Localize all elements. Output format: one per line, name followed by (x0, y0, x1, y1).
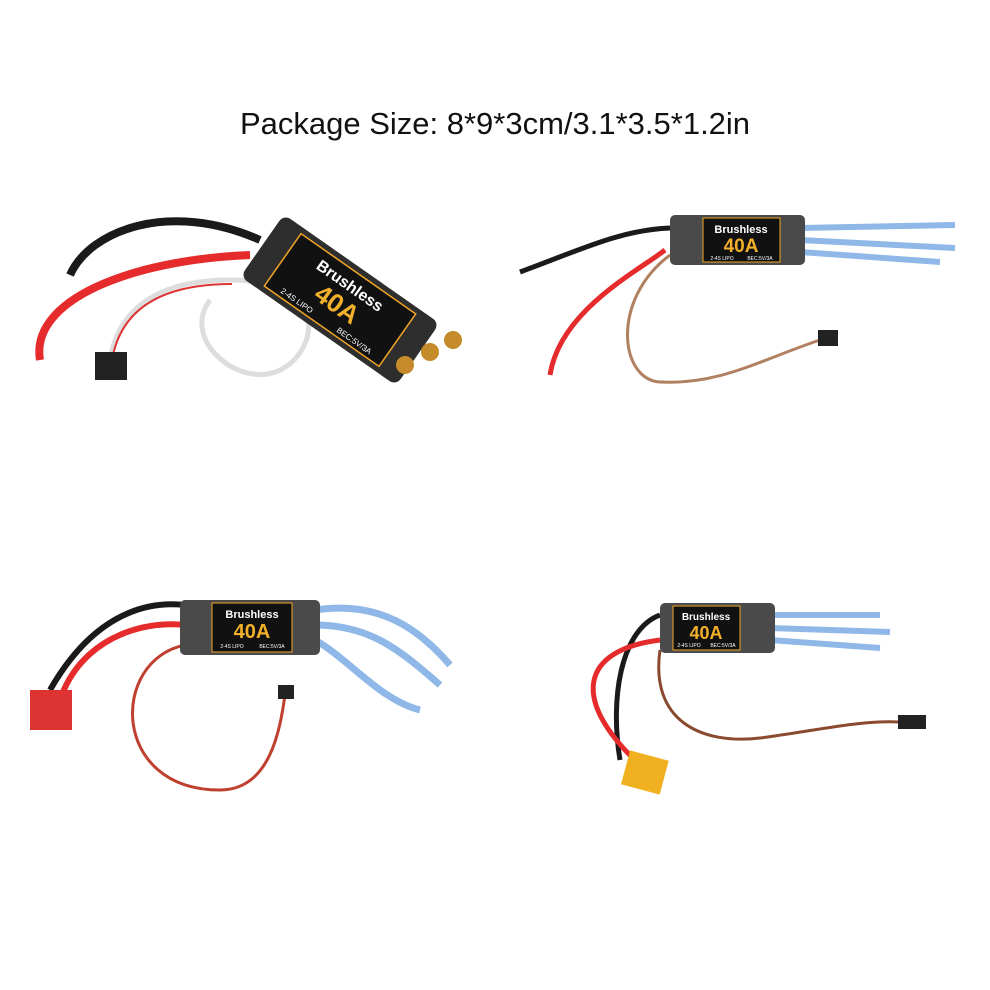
esc-product-3: Brushless 40A 2-4S LIPO BEC:5V/3A (30, 600, 453, 792)
battery-label: 2-4S LIPO (710, 256, 733, 262)
brand-label: Brushless (225, 609, 278, 621)
battery-label: 2-4S LIPO (220, 644, 243, 650)
package-size-caption: Package Size: 8*9*3cm/3.1*3.5*1.2in (239, 106, 751, 141)
rating-label: 40A (724, 236, 759, 257)
bec-label: BEC:5V/3A (259, 644, 285, 650)
battery-label: 2-4S LIPO (677, 643, 700, 649)
esc-product-2: Brushless 40A 2-4S LIPO BEC:5V/3A (519, 215, 956, 384)
esc-product-1: Brushless 40A 2-4S LIPO BEC:5V/3A (35, 217, 462, 383)
esc-product-4: Brushless 40A 2-4S LIPO BEC:5V/3A (590, 603, 926, 795)
bec-label: BEC:5V/3A (747, 256, 773, 262)
rating-label: 40A (234, 621, 271, 643)
brand-label: Brushless (714, 224, 767, 236)
rating-label: 40A (689, 623, 722, 643)
brand-label: Brushless (682, 612, 731, 623)
bec-label: BEC:5V/3A (710, 643, 736, 649)
